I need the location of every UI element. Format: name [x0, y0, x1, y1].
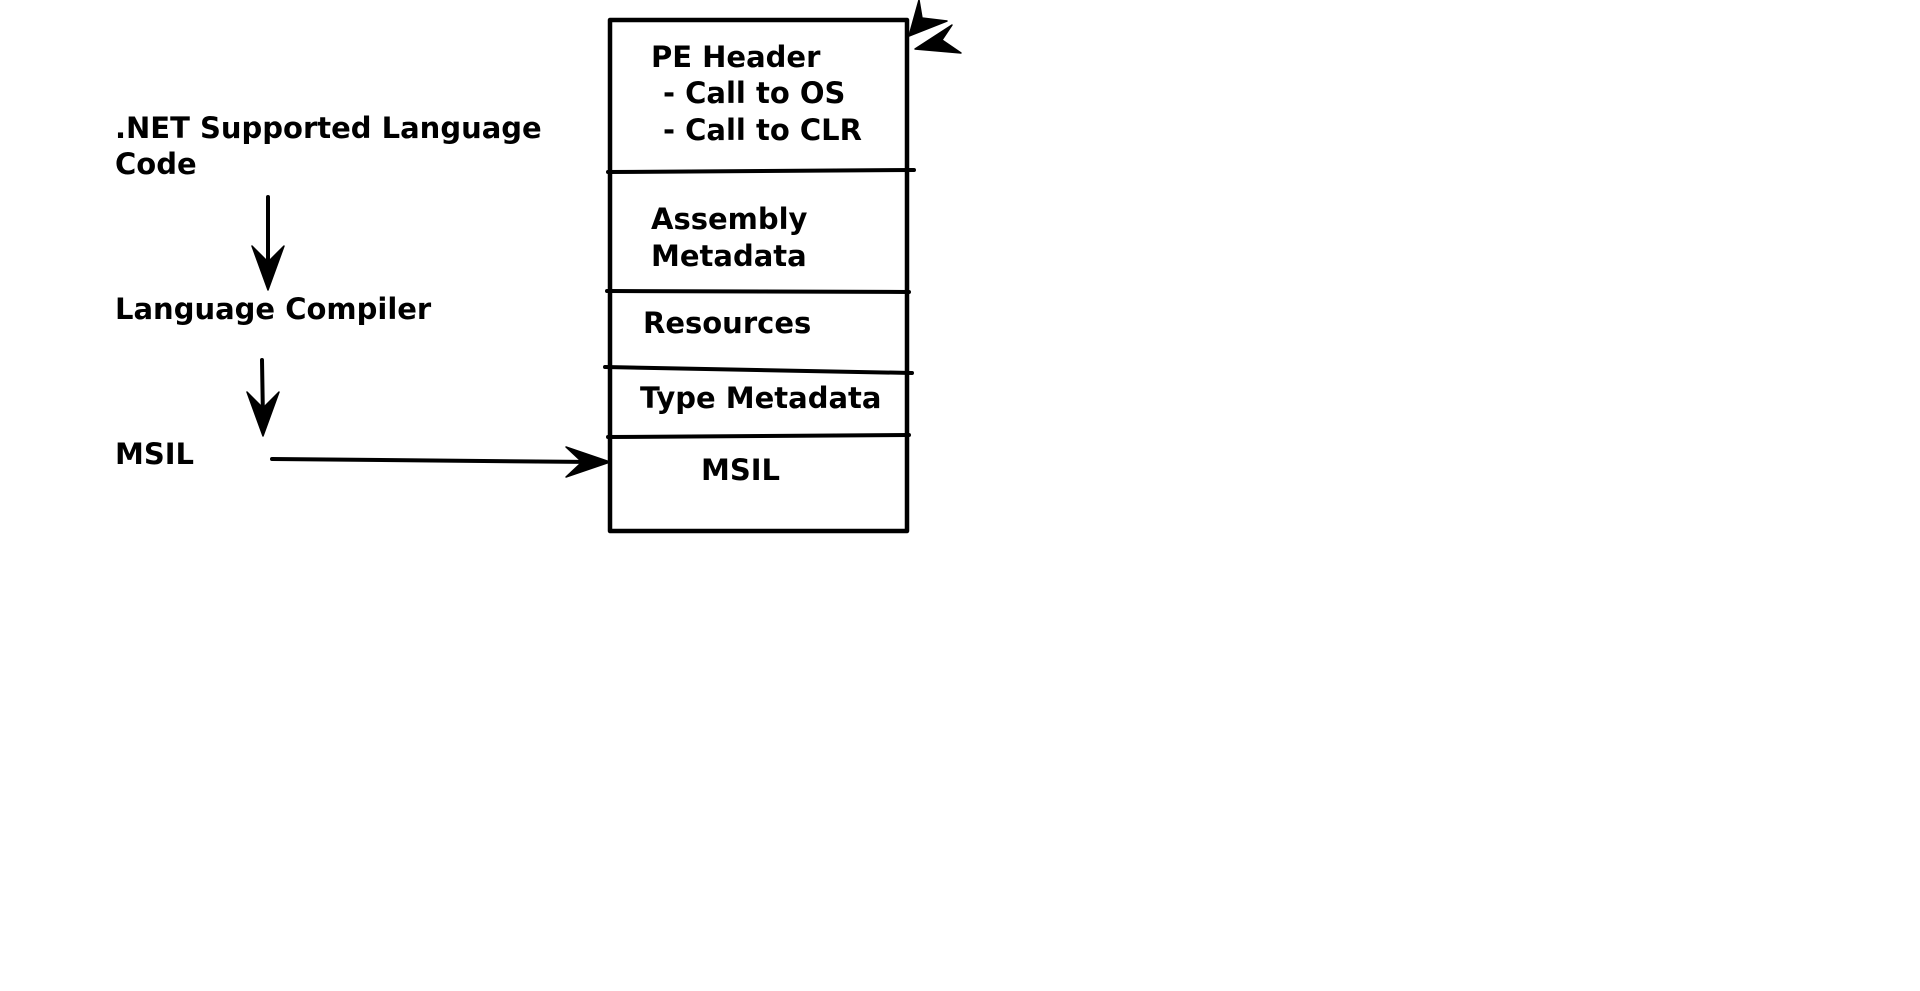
- type-metadata-label: Type Metadata: [640, 381, 882, 415]
- msil-output-label: MSIL: [115, 437, 194, 471]
- divider-header-assembly: [606, 168, 916, 174]
- pe-header-title: PE Header: [651, 40, 821, 74]
- arrow-source-to-compiler: [251, 195, 285, 291]
- pe-file-box: [607, 17, 910, 534]
- divider-assembly-resources: [605, 289, 911, 294]
- arrow-msil-to-pe-file: [270, 446, 611, 478]
- msil-section-label: MSIL: [701, 453, 780, 487]
- divider-resources-type-metadata: [603, 365, 914, 375]
- divider-type-metadata-msil: [606, 433, 911, 439]
- resources-label: Resources: [643, 306, 811, 340]
- assembly-metadata-line2: Metadata: [651, 239, 807, 273]
- corner-arrow-marks: [908, 0, 962, 54]
- assembly-metadata-line1: Assembly: [651, 202, 808, 236]
- pe-header-item-call-os: - Call to OS: [663, 76, 845, 110]
- source-code-label-line1: .NET Supported Language: [115, 111, 542, 145]
- arrow-compiler-to-msil: [246, 358, 280, 437]
- pe-header-item-call-clr: - Call to CLR: [663, 113, 862, 147]
- source-code-label-line2: Code: [115, 147, 197, 181]
- compiler-label: Language Compiler: [115, 292, 432, 326]
